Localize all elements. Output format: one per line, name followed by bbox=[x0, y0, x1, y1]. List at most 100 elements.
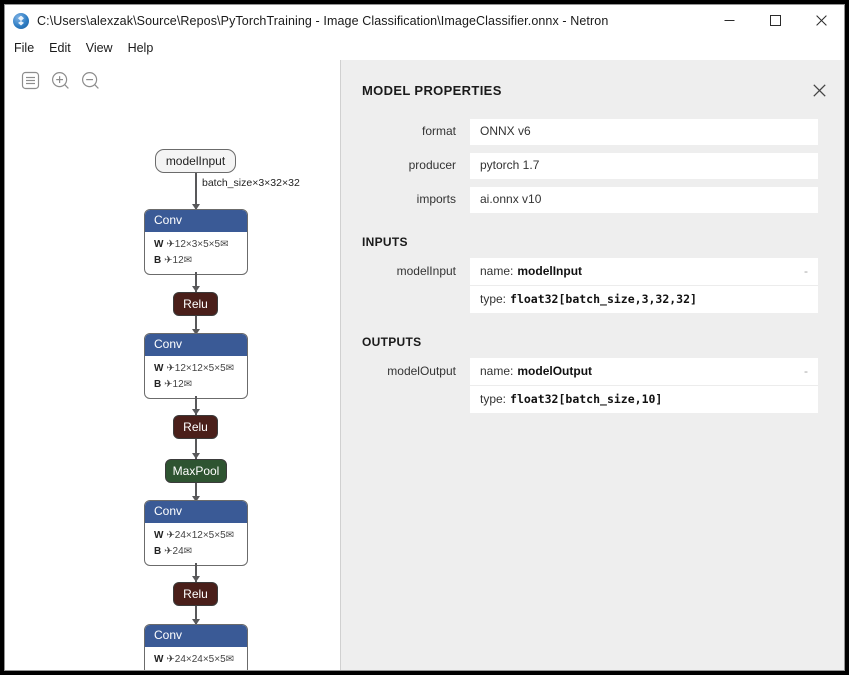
graph-toolbar bbox=[20, 70, 101, 91]
output-row-modeloutput: modelOutput name:modelOutput - type:floa… bbox=[362, 358, 818, 413]
property-value: ai.onnx v10 bbox=[470, 187, 818, 213]
property-label: format bbox=[421, 124, 456, 138]
property-row-imports: imports ai.onnx v10 bbox=[362, 187, 818, 213]
graph-edge-arrow bbox=[191, 329, 200, 335]
graph-edge bbox=[195, 272, 197, 292]
graph-edge bbox=[195, 606, 197, 625]
graph-edge-arrow bbox=[191, 409, 200, 415]
output-name-line: name:modelOutput - bbox=[470, 358, 818, 386]
graph-edge-arrow bbox=[191, 576, 200, 582]
property-value: ONNX v6 bbox=[470, 119, 818, 145]
output-type-key: type: bbox=[480, 392, 507, 406]
graph-edge-label: batch_size×3×32×32 bbox=[202, 177, 300, 189]
graph-node-relu-2[interactable]: Relu bbox=[173, 415, 218, 439]
graph-node-conv-1[interactable]: Conv W ✈12×3×5×5✉ B ✈12✉ bbox=[144, 209, 248, 276]
param-value: ✈12×12×5×5✉ bbox=[166, 363, 235, 375]
node-params: W ✈24×12×5×5✉ B ✈24✉ bbox=[145, 523, 247, 565]
window-controls bbox=[706, 5, 844, 36]
param-value: ✈24✉ bbox=[164, 545, 193, 557]
param-value: ✈24×24×5×5✉ bbox=[166, 654, 235, 666]
menu-item-help[interactable]: Help bbox=[127, 41, 154, 55]
input-type-key: type: bbox=[480, 292, 507, 306]
node-label: Conv bbox=[145, 210, 247, 233]
param-value: ✈12✉ bbox=[164, 254, 193, 266]
netron-icon bbox=[13, 12, 29, 29]
property-row-format: format ONNX v6 bbox=[362, 119, 818, 145]
graph-edge-arrow bbox=[191, 496, 200, 502]
node-params: W ✈24×24×5×5✉ bbox=[145, 647, 247, 670]
menu-bar: File Edit View Help bbox=[5, 36, 844, 60]
graph-edge bbox=[195, 173, 197, 209]
property-label: imports bbox=[416, 192, 456, 206]
param-name: B bbox=[154, 378, 162, 390]
output-type-value: float32[batch_size,10] bbox=[510, 392, 663, 406]
param-value: ✈12×3×5×5✉ bbox=[166, 239, 229, 251]
maximize-icon[interactable] bbox=[752, 5, 798, 36]
node-label: Relu bbox=[183, 297, 208, 311]
netron-window: C:\Users\alexzak\Source\Repos\PyTorchTra… bbox=[4, 4, 845, 671]
model-graph: modelInput batch_size×3×32×32 Conv W ✈12… bbox=[5, 60, 340, 670]
node-label: Relu bbox=[183, 420, 208, 434]
graph-edge-arrow bbox=[191, 619, 200, 625]
param-name: B bbox=[154, 545, 162, 557]
input-card[interactable]: name:modelInput - type:float32[batch_siz… bbox=[470, 258, 818, 313]
collapse-toggle[interactable]: - bbox=[804, 264, 808, 278]
graph-edge-arrow bbox=[191, 204, 200, 210]
output-label: modelOutput bbox=[387, 364, 456, 378]
output-card[interactable]: name:modelOutput - type:float32[batch_si… bbox=[470, 358, 818, 413]
title-bar: C:\Users\alexzak\Source\Repos\PyTorchTra… bbox=[5, 5, 844, 36]
param-name: W bbox=[154, 363, 164, 375]
section-title-outputs: OUTPUTS bbox=[362, 335, 422, 349]
graph-node-conv-4[interactable]: Conv W ✈24×24×5×5✉ bbox=[144, 624, 248, 670]
zoom-out-icon[interactable] bbox=[80, 70, 101, 91]
close-icon[interactable] bbox=[798, 5, 844, 36]
param-name: W bbox=[154, 239, 164, 251]
window-title: C:\Users\alexzak\Source\Repos\PyTorchTra… bbox=[37, 13, 609, 28]
section-title-inputs: INPUTS bbox=[362, 235, 408, 249]
input-type-line: type:float32[batch_size,3,32,32] bbox=[470, 286, 818, 313]
model-properties-panel: MODEL PROPERTIES format ONNX v6 producer… bbox=[340, 60, 844, 670]
graph-edge bbox=[195, 563, 197, 582]
output-name-value: modelOutput bbox=[517, 364, 593, 378]
graph-node-relu-3[interactable]: Relu bbox=[173, 582, 218, 606]
close-icon[interactable] bbox=[810, 81, 828, 99]
graph-edge bbox=[195, 396, 197, 415]
node-label: Conv bbox=[145, 334, 247, 357]
panel-header: MODEL PROPERTIES bbox=[341, 60, 844, 99]
node-label: Conv bbox=[145, 625, 247, 648]
graph-edge bbox=[195, 483, 197, 501]
menu-icon[interactable] bbox=[20, 70, 41, 91]
menu-item-file[interactable]: File bbox=[14, 41, 35, 55]
param-name: W bbox=[154, 530, 164, 542]
property-value: pytorch 1.7 bbox=[470, 153, 818, 179]
input-name-key: name: bbox=[480, 264, 514, 278]
node-label: MaxPool bbox=[172, 464, 220, 478]
output-type-line: type:float32[batch_size,10] bbox=[470, 386, 818, 413]
input-row-modelinput: modelInput name:modelInput - type:float3… bbox=[362, 258, 818, 313]
collapse-toggle[interactable]: - bbox=[804, 364, 808, 378]
node-params: W ✈12×12×5×5✉ B ✈12✉ bbox=[145, 356, 247, 398]
minimize-icon[interactable] bbox=[706, 5, 752, 36]
zoom-in-icon[interactable] bbox=[50, 70, 71, 91]
graph-node-relu-1[interactable]: Relu bbox=[173, 292, 218, 316]
graph-node-conv-3[interactable]: Conv W ✈24×12×5×5✉ B ✈24✉ bbox=[144, 500, 248, 567]
param-value: ✈24×12×5×5✉ bbox=[166, 530, 235, 542]
property-label: producer bbox=[408, 158, 456, 172]
graph-node-modelinput[interactable]: modelInput bbox=[155, 149, 236, 173]
menu-item-edit[interactable]: Edit bbox=[49, 41, 71, 55]
input-name-line: name:modelInput - bbox=[470, 258, 818, 286]
node-label: modelInput bbox=[165, 154, 226, 168]
graph-canvas[interactable]: modelInput batch_size×3×32×32 Conv W ✈12… bbox=[5, 60, 340, 670]
graph-node-maxpool-1[interactable]: MaxPool bbox=[165, 459, 227, 483]
param-name: B bbox=[154, 254, 162, 266]
graph-edge-arrow bbox=[191, 286, 200, 292]
menu-item-view[interactable]: View bbox=[85, 41, 113, 55]
node-label: Conv bbox=[145, 501, 247, 524]
graph-node-conv-2[interactable]: Conv W ✈12×12×5×5✉ B ✈12✉ bbox=[144, 333, 248, 400]
main-area: modelInput batch_size×3×32×32 Conv W ✈12… bbox=[5, 60, 844, 670]
param-value: ✈12✉ bbox=[164, 378, 193, 390]
property-row-producer: producer pytorch 1.7 bbox=[362, 153, 818, 179]
input-type-value: float32[batch_size,3,32,32] bbox=[510, 292, 697, 306]
node-params: W ✈12×3×5×5✉ B ✈12✉ bbox=[145, 232, 247, 274]
node-label: Relu bbox=[183, 587, 208, 601]
